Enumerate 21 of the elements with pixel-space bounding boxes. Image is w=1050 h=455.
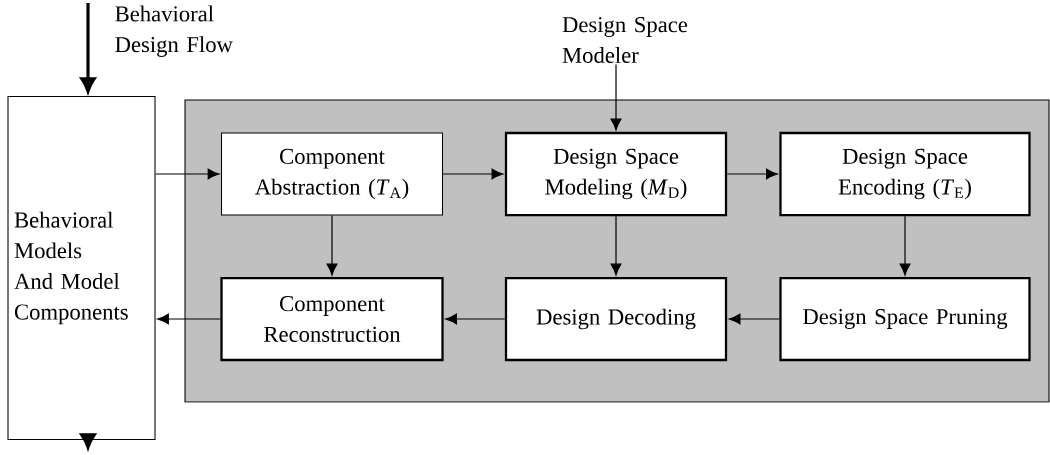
arrow	[442, 168, 504, 180]
process-box: Behavioral Models And Model Components	[7, 95, 156, 441]
process-box: Design Space Encoding (T$_{E}$)	[779, 131, 1031, 217]
process-box: Design Space Modeling (M$_{D}$)	[504, 131, 728, 217]
arrow	[728, 313, 780, 325]
arrow	[899, 215, 911, 276]
arrow	[610, 215, 622, 276]
arrow	[80, 3, 96, 93]
process-box: Component Abstraction (T$_{A}$)	[220, 132, 444, 216]
process-box: Design Decoding	[504, 276, 728, 362]
flow-label: Behavioral Design Flow	[115, 5, 233, 57]
arrow	[726, 168, 778, 180]
arrow	[80, 433, 96, 449]
arrow	[610, 63, 622, 131]
arrow	[157, 313, 221, 325]
input-label: Design Space Modeler	[562, 17, 688, 63]
arrow	[445, 313, 506, 325]
arrow	[154, 168, 220, 180]
process-box: Design Space Pruning	[779, 276, 1031, 362]
process-box: Component Reconstruction	[220, 276, 444, 362]
arrow	[326, 214, 338, 276]
